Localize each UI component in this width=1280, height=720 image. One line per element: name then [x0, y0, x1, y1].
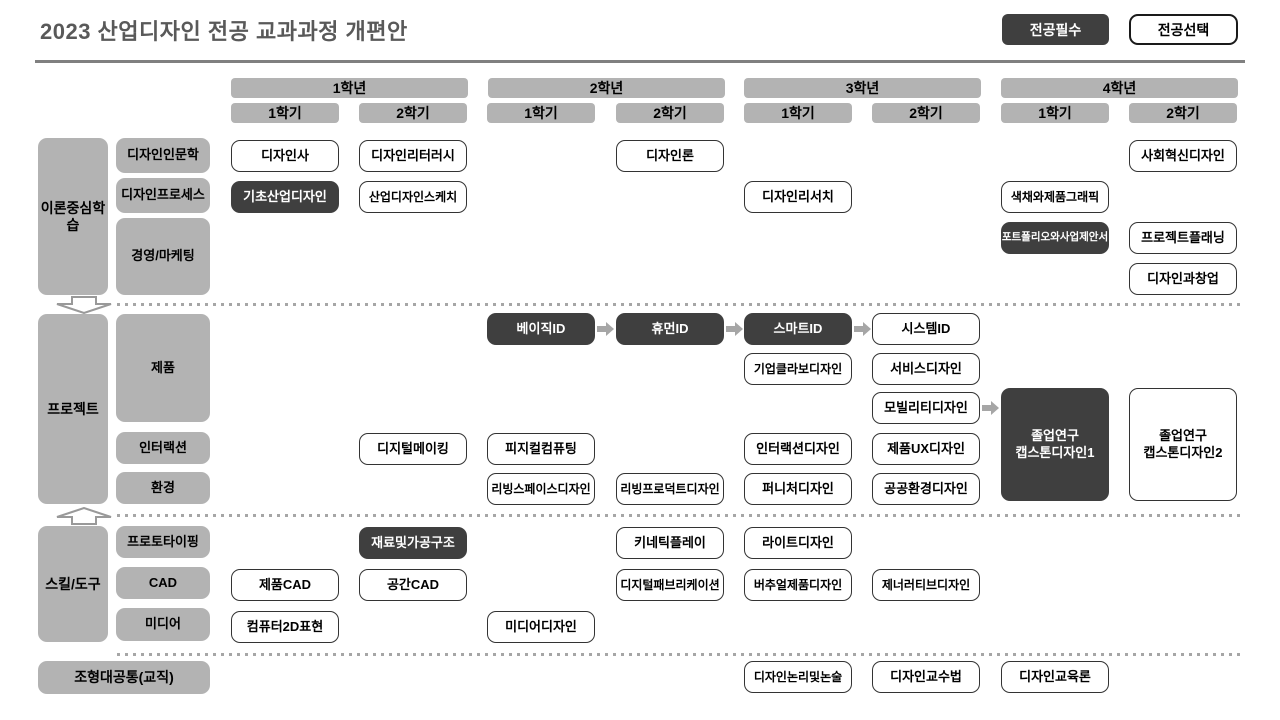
semester-header: 1학기	[487, 103, 595, 123]
course-box: 색채와제품그래픽	[1001, 181, 1109, 213]
course-box: 디자인사	[231, 140, 339, 172]
flow-arrow-icon	[982, 401, 999, 415]
dotted-divider	[117, 303, 1245, 306]
dotted-divider	[117, 514, 1245, 517]
course-box: 공공환경디자인	[872, 473, 980, 505]
course-box: 디자인리터러시	[359, 140, 467, 172]
course-box: 피지컬컴퓨팅	[487, 433, 595, 465]
course-box: 졸업연구 캡스톤디자인2	[1129, 388, 1237, 501]
subcategory-label: CAD	[116, 567, 210, 599]
semester-header: 2학기	[616, 103, 724, 123]
course-box: 프로젝트플래닝	[1129, 222, 1237, 254]
subcategory-label: 환경	[116, 472, 210, 504]
section-label-skills: 스킬/도구	[38, 526, 108, 642]
course-box: 휴먼ID	[616, 313, 724, 345]
course-box: 제너러티브디자인	[872, 569, 980, 601]
semester-header: 2학기	[872, 103, 980, 123]
course-box: 디지털메이킹	[359, 433, 467, 465]
course-box: 시스템ID	[872, 313, 980, 345]
course-box: 기초산업디자인	[231, 181, 339, 213]
subcategory-label: 프로토타이핑	[116, 526, 210, 558]
course-box: 디자인교육론	[1001, 661, 1109, 693]
semester-header: 2학기	[1129, 103, 1237, 123]
course-box: 미디어디자인	[487, 611, 595, 643]
page-title: 2023 산업디자인 전공 교과과정 개편안	[40, 19, 408, 44]
course-box: 기업클라보디자인	[744, 353, 852, 385]
course-box: 사회혁신디자인	[1129, 140, 1237, 172]
flow-arrow-icon	[854, 322, 871, 336]
course-box: 컴퓨터2D표현	[231, 611, 339, 643]
course-box: 디지털패브리케이션	[616, 569, 724, 601]
course-box: 디자인논리및논술	[744, 661, 852, 693]
course-box: 키네틱플레이	[616, 527, 724, 559]
course-box: 디자인과창업	[1129, 263, 1237, 295]
course-box: 포트폴리오와사업제안서	[1001, 222, 1109, 254]
section-up-arrow-icon	[56, 507, 112, 525]
course-box: 디자인론	[616, 140, 724, 172]
course-box: 산업디자인스케치	[359, 181, 467, 213]
dotted-divider	[117, 653, 1245, 656]
subcategory-label: 경영/마케팅	[116, 218, 210, 295]
semester-header: 1학기	[1001, 103, 1109, 123]
flow-arrow-icon	[597, 322, 614, 336]
course-box: 라이트디자인	[744, 527, 852, 559]
course-box: 인터랙션디자인	[744, 433, 852, 465]
section-label-project: 프로젝트	[38, 314, 108, 504]
title-underline	[35, 60, 1245, 63]
course-box: 디자인리서치	[744, 181, 852, 213]
semester-header: 1학기	[744, 103, 852, 123]
section-down-arrow-icon	[56, 296, 112, 314]
semester-header: 2학기	[359, 103, 467, 123]
course-box: 공간CAD	[359, 569, 467, 601]
year-header: 3학년	[744, 78, 981, 98]
legend-elective-chip: 전공선택	[1129, 14, 1238, 45]
subcategory-label: 제품	[116, 314, 210, 422]
course-box: 리빙스페이스디자인	[487, 473, 595, 505]
subcategory-label: 디자인인문학	[116, 138, 210, 173]
course-box: 제품CAD	[231, 569, 339, 601]
course-box: 재료및가공구조	[359, 527, 467, 559]
flow-arrow-icon	[726, 322, 743, 336]
course-box: 디자인교수법	[872, 661, 980, 693]
year-header: 2학년	[488, 78, 725, 98]
section-label-common: 조형대공통(교직)	[38, 661, 210, 694]
course-box: 제품UX디자인	[872, 433, 980, 465]
legend-required-chip: 전공필수	[1002, 14, 1109, 45]
year-header: 1학년	[231, 78, 468, 98]
year-header: 4학년	[1001, 78, 1238, 98]
course-box: 서비스디자인	[872, 353, 980, 385]
subcategory-label: 인터랙션	[116, 432, 210, 464]
subcategory-label: 디자인프로세스	[116, 178, 210, 213]
subcategory-label: 미디어	[116, 608, 210, 641]
course-box: 퍼니처디자인	[744, 473, 852, 505]
course-box: 스마트ID	[744, 313, 852, 345]
course-box: 버추얼제품디자인	[744, 569, 852, 601]
course-box: 베이직ID	[487, 313, 595, 345]
semester-header: 1학기	[231, 103, 339, 123]
section-label-theory: 이론중심학습	[38, 138, 108, 295]
course-box: 모빌리티디자인	[872, 392, 980, 424]
course-box: 리빙프로덕트디자인	[616, 473, 724, 505]
course-box: 졸업연구 캡스톤디자인1	[1001, 388, 1109, 501]
